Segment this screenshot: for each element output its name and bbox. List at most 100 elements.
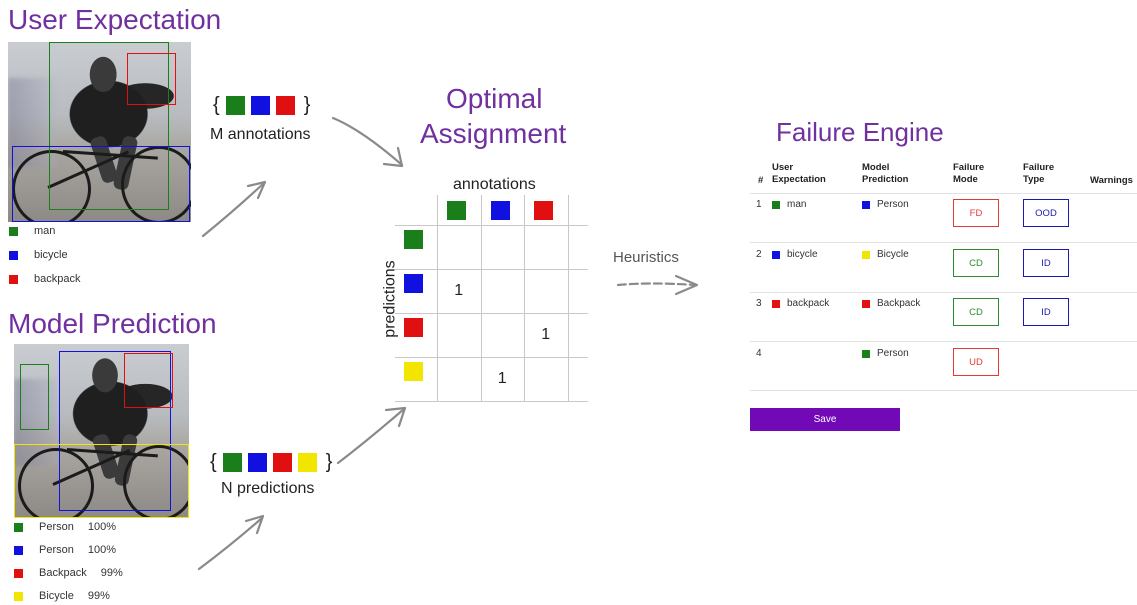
legend-swatch bbox=[9, 274, 18, 284]
row-number: 3 bbox=[756, 298, 762, 309]
legend-item-bicycle-pred: Bicycle 99% bbox=[14, 590, 110, 602]
failure-mode-tag[interactable]: CD bbox=[953, 249, 999, 277]
legend-score: 99% bbox=[87, 590, 110, 602]
annotation-set: { } bbox=[213, 94, 310, 117]
matrix-row-swatch bbox=[404, 230, 423, 249]
legend-label: backpack bbox=[34, 273, 81, 285]
user-expectation-cell: backpack bbox=[772, 298, 829, 309]
color-dot bbox=[772, 200, 780, 209]
optimal-title-line2: Assignment bbox=[420, 118, 567, 149]
color-dot bbox=[862, 349, 870, 358]
model-prediction-title: Model Prediction bbox=[8, 308, 217, 339]
row-number: 2 bbox=[756, 249, 762, 260]
set-brace-close: } bbox=[325, 451, 333, 473]
matrix-cell-value: 1 bbox=[541, 326, 551, 343]
legend-score: 100% bbox=[87, 544, 116, 556]
legend-swatch bbox=[14, 545, 23, 555]
legend-label: Backpack bbox=[39, 567, 87, 579]
legend-swatch bbox=[14, 591, 23, 601]
bbox-backpack-pred bbox=[124, 353, 173, 408]
matrix-grid-line bbox=[524, 195, 525, 401]
legend-label: Person bbox=[39, 544, 74, 556]
col-header-mode: Failure Mode bbox=[953, 162, 984, 186]
matrix-cell-value: 1 bbox=[454, 282, 464, 299]
model-prediction-label: Person bbox=[877, 348, 909, 359]
arrow-prediction-to-set bbox=[197, 516, 264, 571]
col-header-mode-l1: Failure bbox=[953, 162, 985, 173]
row-divider bbox=[750, 341, 1137, 342]
legend-swatch bbox=[14, 568, 23, 578]
matrix-row-swatch bbox=[404, 274, 423, 293]
row-divider bbox=[750, 242, 1137, 243]
matrix-col-swatch bbox=[534, 201, 553, 220]
failure-type-tag[interactable]: ID bbox=[1023, 298, 1069, 326]
matrix-cell-value: 1 bbox=[497, 370, 507, 387]
col-header-user-l1: User bbox=[772, 162, 794, 173]
model-prediction-cell: Bicycle bbox=[862, 249, 909, 260]
arrow-head bbox=[674, 274, 699, 296]
user-expectation-cell: bicycle bbox=[772, 249, 818, 260]
matrix-grid-line bbox=[395, 269, 588, 270]
user-expectation-label: backpack bbox=[787, 298, 830, 309]
bbox-bicycle-pred bbox=[14, 444, 189, 518]
failure-mode-tag[interactable]: CD bbox=[953, 298, 999, 326]
set-square bbox=[247, 453, 267, 472]
prediction-set: { } bbox=[210, 451, 332, 474]
matrix-grid-line bbox=[395, 357, 588, 358]
save-button[interactable]: Save bbox=[750, 408, 900, 431]
col-header-mode-l2: Mode bbox=[953, 174, 978, 185]
arrow-set-to-assignment bbox=[331, 116, 404, 167]
bbox-person-green bbox=[20, 364, 49, 430]
col-header-type: Failure Type bbox=[1023, 162, 1054, 186]
col-header-num: # bbox=[758, 175, 764, 186]
matrix-grid-line bbox=[395, 401, 588, 402]
matrix-grid-line bbox=[437, 195, 438, 401]
model-prediction-cell: Person bbox=[862, 348, 909, 359]
set-square bbox=[275, 96, 295, 115]
matrix-col-axis-label: annotations bbox=[453, 176, 536, 193]
legend-item-person-1: Person 100% bbox=[14, 521, 116, 533]
m-annotations-label: M annotations bbox=[210, 126, 311, 143]
arrow-head bbox=[384, 406, 407, 428]
set-square bbox=[297, 453, 317, 472]
row-number: 1 bbox=[756, 199, 762, 210]
col-header-model: Model Prediction bbox=[862, 162, 908, 186]
set-square bbox=[250, 96, 270, 115]
col-header-user: User Expectation bbox=[772, 162, 826, 186]
failure-engine-title: Failure Engine bbox=[776, 117, 944, 147]
bbox-backpack bbox=[127, 53, 176, 105]
matrix-grid-line bbox=[395, 225, 588, 226]
model-prediction-cell: Person bbox=[862, 199, 909, 210]
matrix-grid-line bbox=[480, 195, 482, 401]
set-square bbox=[225, 96, 245, 115]
col-header-user-l2: Expectation bbox=[772, 174, 826, 185]
row-divider bbox=[750, 390, 1137, 391]
legend-item-backpack-pred: Backpack 99% bbox=[14, 567, 123, 579]
failure-mode-tag[interactable]: FD bbox=[953, 199, 999, 227]
matrix-grid-line bbox=[395, 313, 588, 314]
set-square bbox=[222, 453, 242, 472]
legend-label: bicycle bbox=[34, 249, 68, 261]
set-brace-open: { bbox=[213, 94, 220, 116]
set-square bbox=[272, 453, 292, 472]
user-expectation-label: bicycle bbox=[787, 249, 818, 260]
user-expectation-label: man bbox=[787, 199, 807, 210]
model-prediction-label: Bicycle bbox=[877, 249, 909, 260]
optimal-title-line1: Optimal bbox=[446, 83, 543, 114]
arrow-head bbox=[382, 146, 404, 168]
user-expectation-cell: man bbox=[772, 199, 806, 210]
failure-type-tag[interactable]: ID bbox=[1023, 249, 1069, 277]
failure-mode-tag[interactable]: UD bbox=[953, 348, 999, 376]
failure-type-tag[interactable]: OOD bbox=[1023, 199, 1069, 227]
row-divider bbox=[750, 292, 1137, 293]
bbox-bicycle bbox=[12, 146, 190, 222]
legend-item-man: man bbox=[9, 225, 55, 237]
legend-item-person-2: Person 100% bbox=[14, 544, 116, 556]
heuristics-label: Heuristics bbox=[613, 249, 679, 266]
row-divider bbox=[750, 193, 1137, 194]
row-number: 4 bbox=[756, 348, 762, 359]
model-prediction-cell: Backpack bbox=[862, 298, 920, 309]
legend-score: 99% bbox=[100, 567, 123, 579]
color-dot bbox=[772, 250, 780, 259]
